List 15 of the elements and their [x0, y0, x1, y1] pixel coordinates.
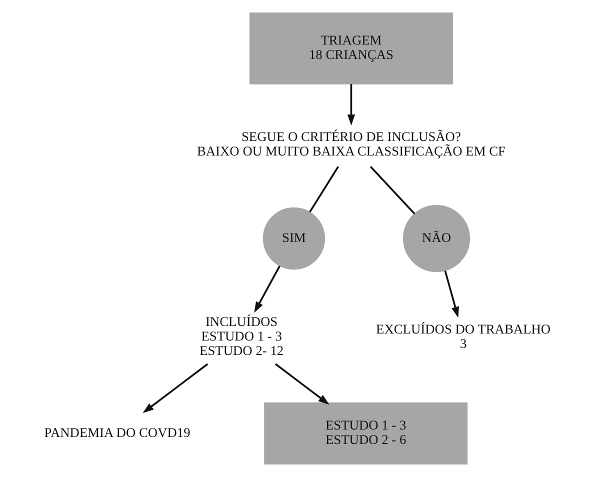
- node-text: SEGUE O CRITÉRIO DE INCLUSÃO? BAIXO OU MUITO BAIXA CLASSIFICAÇÃO EM CF: [196, 128, 505, 158]
- node-text: PANDEMIA DO COVD19: [44, 424, 190, 440]
- node-text: EXCLUÍDOS DO TRABALHO 3: [376, 321, 550, 351]
- node-box: TRIAGEM 18 CRIANÇAS: [248, 12, 452, 84]
- arrow: [444, 270, 458, 318]
- connector: [308, 166, 338, 213]
- node-box: ESTUDO 1 - 3 ESTUDO 2 - 6: [264, 402, 468, 464]
- node-text: INCLUÍDOS ESTUDO 1 - 3 ESTUDO 2- 12: [199, 314, 284, 358]
- arrow: [346, 84, 355, 126]
- arrow: [274, 363, 329, 405]
- connector: [369, 166, 415, 214]
- node-circle: SIM: [262, 207, 325, 270]
- arrow: [254, 266, 280, 313]
- arrow: [142, 363, 208, 414]
- node-circle: NÃO: [402, 205, 470, 272]
